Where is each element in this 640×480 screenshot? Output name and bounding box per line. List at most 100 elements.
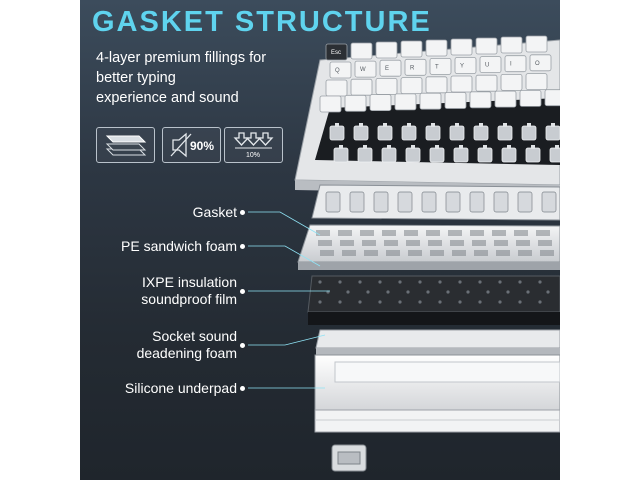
subtitle-line: experience and sound <box>96 90 239 106</box>
switch <box>477 147 493 163</box>
keycap <box>394 93 417 111</box>
film-dot <box>358 300 362 304</box>
keycap <box>400 40 423 58</box>
gasket-switch <box>469 191 485 213</box>
foam-hole <box>364 250 378 256</box>
foam-hole <box>492 230 506 236</box>
keycap <box>519 90 542 107</box>
keycap <box>454 57 477 74</box>
film-dot <box>458 280 462 284</box>
film-dot <box>398 300 402 304</box>
foam-hole <box>316 230 330 236</box>
bottom-case <box>314 354 560 433</box>
gasket-switches <box>325 191 557 213</box>
film-dot <box>426 290 430 294</box>
label-silicone-underpad: Silicone underpad <box>124 380 237 396</box>
switch <box>357 147 373 163</box>
label-pe-sandwich-foam: PE sandwich foam <box>121 238 237 254</box>
switch-stem <box>407 123 411 127</box>
switch <box>449 125 465 141</box>
film-dot <box>378 280 382 284</box>
foam-hole <box>494 240 508 246</box>
arrows-percent-text: 10% <box>246 152 260 159</box>
label-ixpe-line1: IXPE insulation <box>142 274 237 290</box>
label-dot <box>240 343 245 348</box>
keycap <box>375 41 398 59</box>
switch-stem <box>411 145 415 149</box>
film-dot <box>526 290 530 294</box>
label-gasket: Gasket <box>192 204 237 220</box>
keycap <box>354 60 377 78</box>
foam-hole <box>516 240 530 246</box>
film-dot <box>518 280 522 284</box>
gasket-switch <box>541 191 557 213</box>
switch <box>497 125 513 141</box>
film-dot <box>398 280 402 284</box>
gasket-switch <box>325 191 341 213</box>
foam-hole <box>406 240 420 246</box>
keycap-legend: Esc <box>331 50 341 56</box>
switch-stem <box>359 123 363 127</box>
label-dot <box>240 386 245 391</box>
keycap <box>450 38 473 56</box>
keycap-legend: U <box>485 63 489 69</box>
keycap <box>344 94 367 112</box>
keycap <box>494 90 517 108</box>
foam-hole <box>538 240 552 246</box>
foam-hole <box>340 240 354 246</box>
switch-stem <box>551 123 555 127</box>
subtitle-line: better typing <box>96 70 176 86</box>
foam-hole <box>428 240 442 246</box>
switch <box>353 125 369 141</box>
film-dot <box>318 280 322 284</box>
foam-hole <box>342 250 356 256</box>
film-dot <box>466 290 470 294</box>
foam-hole <box>450 240 464 246</box>
switch <box>405 147 421 163</box>
keycap <box>404 58 427 76</box>
film-dot <box>418 280 422 284</box>
keycap <box>400 77 423 94</box>
film-dot <box>386 290 390 294</box>
label-socket-line1: Socket sound <box>152 328 237 344</box>
keycap <box>475 74 498 92</box>
switch <box>545 125 560 141</box>
gasket-switch <box>421 191 437 213</box>
ixpe-film <box>307 275 560 325</box>
switch <box>549 147 560 163</box>
film-dot <box>438 300 442 304</box>
keycap <box>325 79 348 97</box>
label-socket-line2: deadening foam <box>136 345 237 361</box>
label-dot <box>240 210 245 215</box>
keycap-legend: R <box>410 65 415 71</box>
keycap <box>329 61 352 79</box>
pe-foam-holes <box>316 230 554 256</box>
foam-hole <box>384 240 398 246</box>
gasket-switch <box>517 191 533 213</box>
keycap <box>525 35 548 53</box>
switch-stem <box>531 145 535 149</box>
foam-hole <box>452 250 466 256</box>
film-dot <box>446 290 450 294</box>
switch-stem <box>459 145 463 149</box>
film-dot <box>518 300 522 304</box>
foam-hole <box>536 230 550 236</box>
switch <box>429 147 445 163</box>
keycap <box>379 59 402 77</box>
switch <box>333 147 349 163</box>
keycap <box>450 75 473 93</box>
switch-stem <box>555 145 559 149</box>
keycap <box>319 95 342 113</box>
switch <box>501 147 517 163</box>
film-dot <box>406 290 410 294</box>
keycap <box>419 92 442 110</box>
film-dot <box>346 290 350 294</box>
film-dot <box>498 280 502 284</box>
film-dot <box>486 290 490 294</box>
foam-hole <box>320 250 334 256</box>
film-dot <box>318 300 322 304</box>
leader-lines <box>248 211 330 389</box>
keycap <box>350 42 373 60</box>
switch-stem <box>435 145 439 149</box>
